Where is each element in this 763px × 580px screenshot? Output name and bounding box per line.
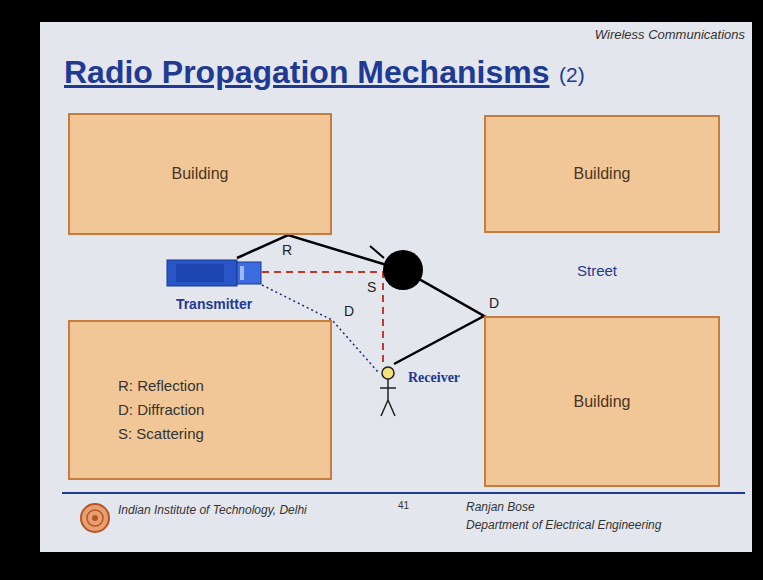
building-label: Building: [172, 165, 229, 183]
device-label: Receiver: [408, 370, 460, 386]
building-label: Building: [574, 393, 631, 411]
footer-rule: [62, 492, 745, 494]
institute-logo: [81, 504, 109, 532]
legend-entry: S: Scattering: [118, 422, 330, 446]
legend-entry: R: Reflection: [118, 374, 330, 398]
department-name: Department of Electrical Engineering: [466, 518, 661, 532]
mechanism-letter: D: [344, 303, 354, 319]
slide-number-tag: (2): [559, 63, 585, 87]
course-header: Wireless Communications: [595, 27, 745, 42]
device-label: Transmitter: [166, 296, 262, 312]
transmitter-device: [166, 258, 262, 288]
scatterer-object: [383, 250, 423, 290]
slide-title: Radio Propagation Mechanisms: [64, 54, 549, 91]
page-number: 41: [398, 500, 409, 511]
building-legend: R: ReflectionD: DiffractionS: Scattering: [68, 320, 332, 480]
mechanism-letter: D: [489, 295, 499, 311]
institute-name: Indian Institute of Technology, Delhi: [118, 503, 328, 518]
receiver: Receiver: [378, 364, 465, 418]
mechanism-letter: S: [367, 279, 376, 295]
building-block: Building: [68, 113, 332, 235]
scatter-mark: [370, 246, 384, 258]
mechanism-letter: R: [282, 242, 292, 258]
building-block: Building: [484, 115, 720, 233]
building-label: Building: [574, 165, 631, 183]
receiver-figure: [378, 364, 400, 418]
author-name: Ranjan Bose: [466, 500, 535, 514]
legend-entry: D: Diffraction: [118, 398, 330, 422]
building-block: Building: [484, 316, 720, 487]
transmitter: Transmitter: [166, 258, 262, 318]
street-label: Street: [577, 262, 617, 279]
